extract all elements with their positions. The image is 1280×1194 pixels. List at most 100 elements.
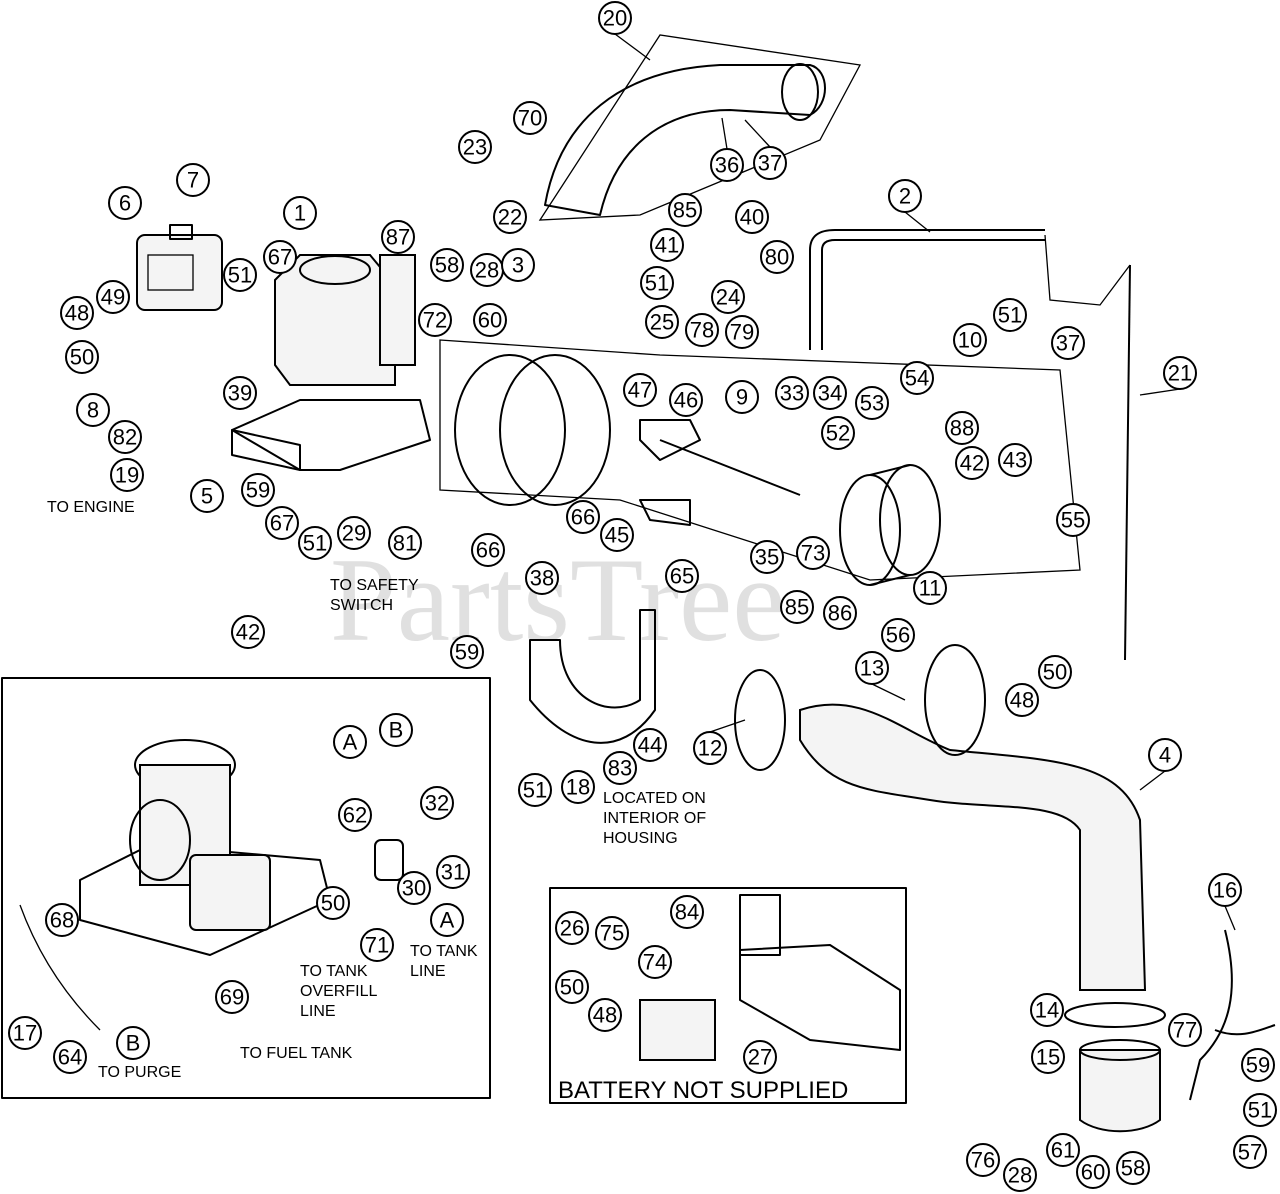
callout-85-top[interactable]: 85 (668, 193, 702, 227)
callout-81[interactable]: 81 (388, 526, 422, 560)
callout-73[interactable]: 73 (796, 536, 830, 570)
callout-22[interactable]: 22 (493, 200, 527, 234)
callout-50-a[interactable]: 50 (65, 340, 99, 374)
callout-57[interactable]: 57 (1233, 1135, 1267, 1169)
callout-36[interactable]: 36 (710, 148, 744, 182)
callout-70[interactable]: 70 (513, 101, 547, 135)
callout-65[interactable]: 65 (665, 559, 699, 593)
callout-55[interactable]: 55 (1056, 503, 1090, 537)
callout-12[interactable]: 12 (693, 731, 727, 765)
callout-48-a[interactable]: 48 (60, 296, 94, 330)
callout-75[interactable]: 75 (595, 916, 629, 950)
callout-5[interactable]: 5 (190, 479, 224, 513)
callout-27[interactable]: 27 (743, 1040, 777, 1074)
callout-82[interactable]: 82 (108, 420, 142, 454)
callout-86[interactable]: 86 (823, 596, 857, 630)
callout-8[interactable]: 8 (76, 393, 110, 427)
callout-24[interactable]: 24 (711, 280, 745, 314)
callout-71[interactable]: 71 (360, 928, 394, 962)
callout-67-top[interactable]: 67 (263, 240, 297, 274)
callout-11[interactable]: 11 (913, 571, 947, 605)
callout-45[interactable]: 45 (600, 518, 634, 552)
callout-72[interactable]: 72 (418, 303, 452, 337)
callout-58[interactable]: 58 (430, 248, 464, 282)
callout-43[interactable]: 43 (998, 443, 1032, 477)
callout-28-bottom[interactable]: 28 (1003, 1158, 1037, 1192)
callout-78[interactable]: 78 (685, 313, 719, 347)
callout-62[interactable]: 62 (338, 798, 372, 832)
callout-87[interactable]: 87 (381, 220, 415, 254)
callout-28-top[interactable]: 28 (470, 253, 504, 287)
callout-21[interactable]: 21 (1163, 356, 1197, 390)
callout-56[interactable]: 56 (881, 618, 915, 652)
callout-77[interactable]: 77 (1168, 1013, 1202, 1047)
callout-30[interactable]: 30 (397, 871, 431, 905)
callout-25[interactable]: 25 (645, 305, 679, 339)
callout-60-b[interactable]: 60 (1076, 1155, 1110, 1189)
callout-42-bottom[interactable]: 42 (231, 615, 265, 649)
callout-69[interactable]: 69 (215, 980, 249, 1014)
callout-80[interactable]: 80 (760, 240, 794, 274)
callout-51-c[interactable]: 51 (993, 298, 1027, 332)
callout-50-b[interactable]: 50 (1038, 655, 1072, 689)
callout-76[interactable]: 76 (966, 1143, 1000, 1177)
callout-7[interactable]: 7 (176, 163, 210, 197)
callout-58-b[interactable]: 58 (1116, 1151, 1150, 1185)
callout-16[interactable]: 16 (1208, 873, 1242, 907)
callout-9[interactable]: 9 (725, 380, 759, 414)
callout-50-d[interactable]: 50 (555, 970, 589, 1004)
callout-44[interactable]: 44 (633, 728, 667, 762)
callout-66-b[interactable]: 66 (471, 533, 505, 567)
callout-54[interactable]: 54 (900, 361, 934, 395)
callout-85-mid[interactable]: 85 (780, 590, 814, 624)
callout-33[interactable]: 33 (775, 376, 809, 410)
callout-49[interactable]: 49 (96, 280, 130, 314)
callout-68[interactable]: 68 (45, 903, 79, 937)
callout-13[interactable]: 13 (855, 651, 889, 685)
callout-51-a[interactable]: 51 (223, 258, 257, 292)
callout-51-d[interactable]: 51 (298, 526, 332, 560)
callout-41[interactable]: 41 (650, 228, 684, 262)
callout-48-b[interactable]: 48 (1005, 683, 1039, 717)
callout-A-top[interactable]: A (333, 725, 367, 759)
callout-51-e[interactable]: 51 (518, 773, 552, 807)
callout-51-f[interactable]: 51 (1243, 1093, 1277, 1127)
callout-38[interactable]: 38 (525, 561, 559, 595)
callout-74[interactable]: 74 (638, 945, 672, 979)
callout-17[interactable]: 17 (8, 1016, 42, 1050)
callout-3[interactable]: 3 (501, 248, 535, 282)
callout-64[interactable]: 64 (53, 1040, 87, 1074)
callout-59-b[interactable]: 59 (450, 635, 484, 669)
callout-14[interactable]: 14 (1030, 993, 1064, 1027)
callout-42-right[interactable]: 42 (955, 446, 989, 480)
callout-59-c[interactable]: 59 (1241, 1048, 1275, 1082)
callout-66-a[interactable]: 66 (566, 500, 600, 534)
callout-37-top[interactable]: 37 (753, 146, 787, 180)
callout-67-b[interactable]: 67 (265, 506, 299, 540)
callout-48-c[interactable]: 48 (588, 998, 622, 1032)
callout-88[interactable]: 88 (945, 411, 979, 445)
callout-31[interactable]: 31 (436, 855, 470, 889)
callout-B-top[interactable]: B (379, 713, 413, 747)
callout-47[interactable]: 47 (623, 373, 657, 407)
callout-23[interactable]: 23 (458, 130, 492, 164)
callout-59-a[interactable]: 59 (241, 473, 275, 507)
callout-15[interactable]: 15 (1031, 1040, 1065, 1074)
callout-61[interactable]: 61 (1046, 1133, 1080, 1167)
callout-35[interactable]: 35 (750, 540, 784, 574)
callout-1[interactable]: 1 (283, 196, 317, 230)
callout-51-b[interactable]: 51 (640, 266, 674, 300)
callout-32[interactable]: 32 (420, 786, 454, 820)
callout-37-right[interactable]: 37 (1051, 326, 1085, 360)
callout-52[interactable]: 52 (821, 416, 855, 450)
callout-18[interactable]: 18 (561, 770, 595, 804)
callout-40[interactable]: 40 (735, 200, 769, 234)
callout-4[interactable]: 4 (1148, 738, 1182, 772)
callout-26[interactable]: 26 (555, 911, 589, 945)
callout-20[interactable]: 20 (598, 1, 632, 35)
callout-A-bottom[interactable]: A (430, 903, 464, 937)
callout-B-bottom[interactable]: B (116, 1026, 150, 1060)
callout-84[interactable]: 84 (670, 895, 704, 929)
callout-39[interactable]: 39 (223, 376, 257, 410)
callout-50-c[interactable]: 50 (316, 886, 350, 920)
